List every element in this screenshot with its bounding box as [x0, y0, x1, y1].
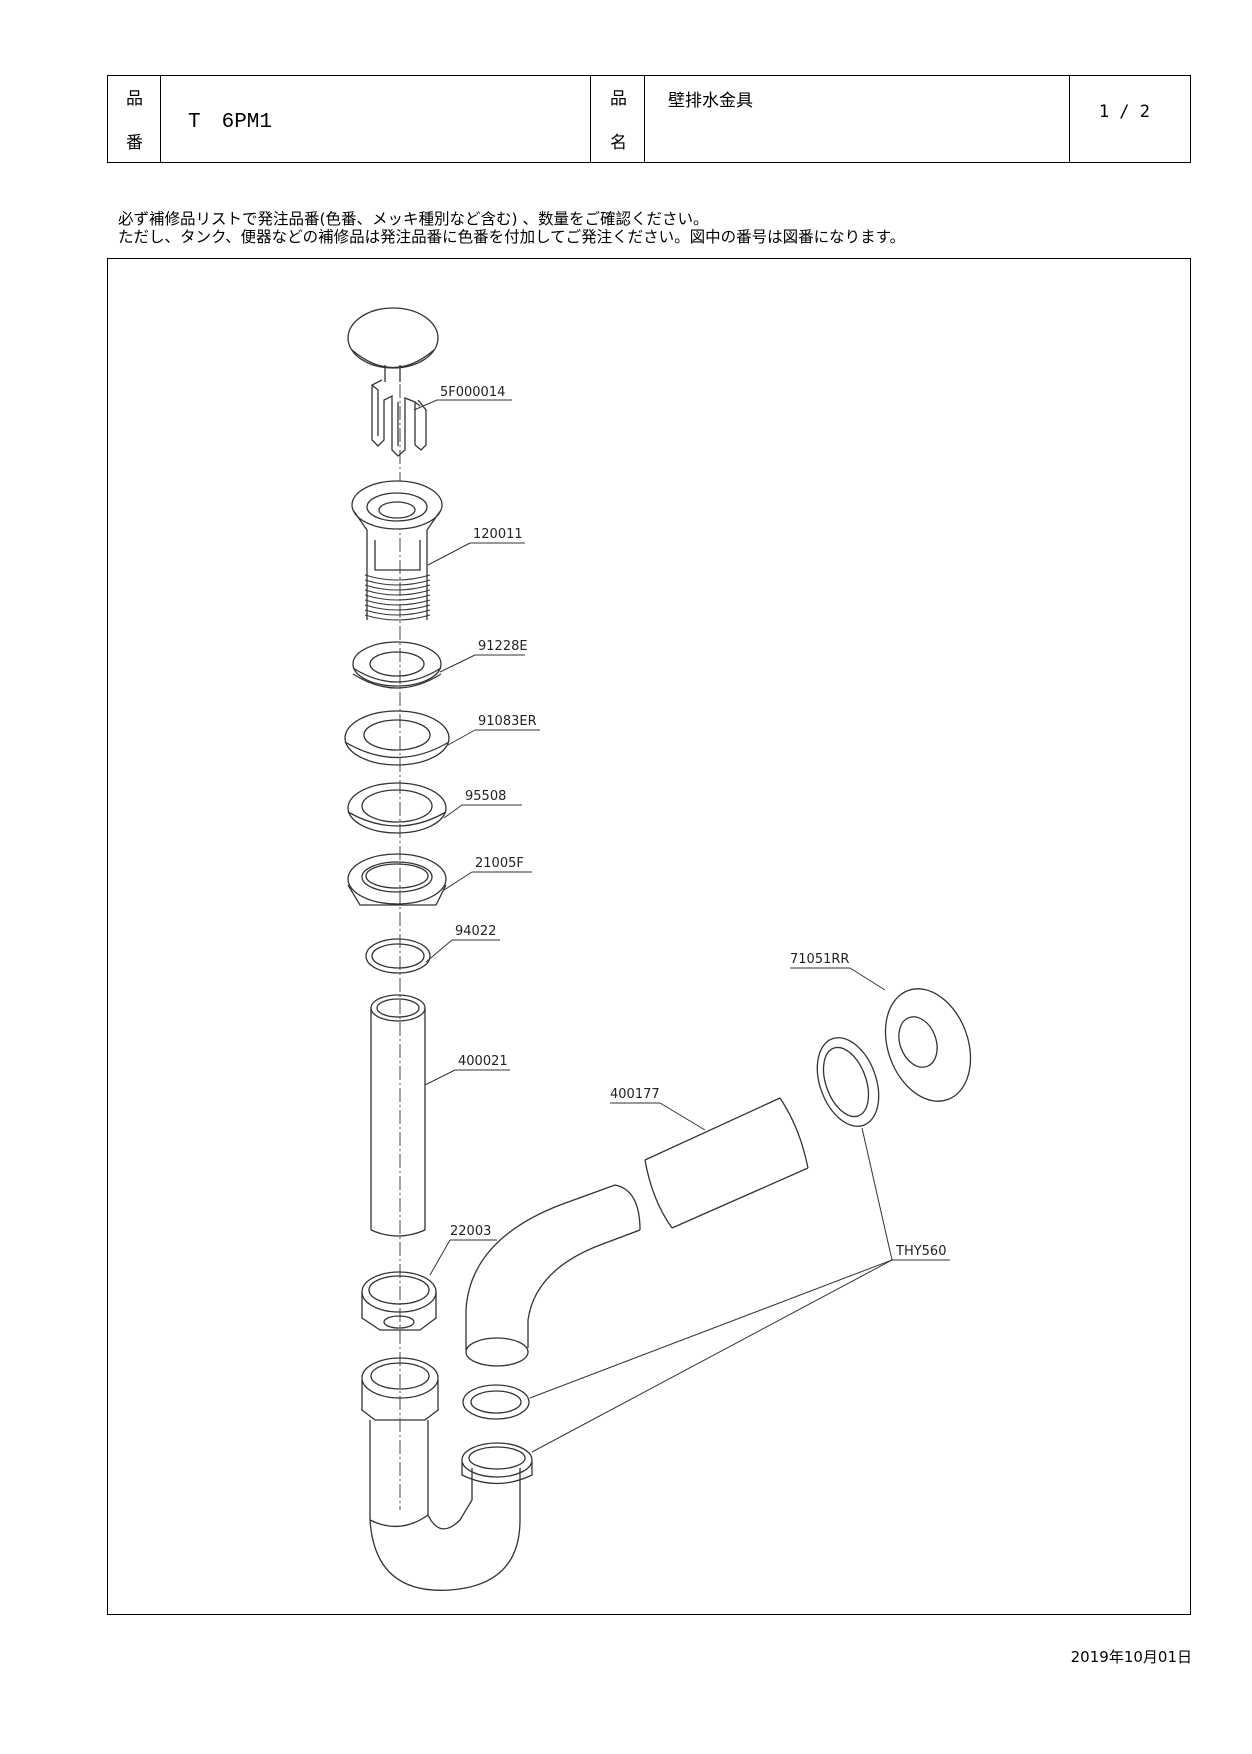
page-indicator: 1 / 2: [1098, 102, 1150, 122]
escutcheon-icon: [884, 988, 972, 1102]
nut-icon: [361, 1271, 437, 1331]
part-label: 400021: [458, 1054, 508, 1069]
part-label: 21005F: [475, 856, 524, 871]
part-label: 94022: [455, 924, 496, 939]
popup-cap-icon: [347, 307, 439, 382]
part-label: 120011: [473, 527, 523, 542]
hinban-label-top: 品: [126, 89, 143, 109]
part-label: 5F000014: [440, 385, 505, 400]
gasket-icon: [344, 710, 450, 766]
nut-icon: [347, 853, 447, 906]
divider: [1069, 76, 1070, 162]
part-label: 91228E: [478, 639, 528, 654]
nut-icon: [816, 1037, 880, 1127]
product-name: 壁排水金具: [668, 91, 753, 111]
divider: [160, 76, 161, 162]
part-label: THY560: [895, 1244, 946, 1259]
leader-lines: [413, 399, 950, 1453]
part-label: 95508: [465, 789, 506, 804]
drawing-frame: [107, 258, 1191, 1615]
washer-icon: [462, 1384, 530, 1420]
hinmei-label-bottom: 名: [610, 133, 627, 153]
part-label: 91083ER: [478, 714, 537, 729]
p-trap-icon: [361, 1357, 521, 1591]
notice-line-1: 必ず補修品リストで発注品番(色番、メッキ種別など含む) 、数量をご確認ください。: [118, 210, 709, 228]
tailpipe-icon: [370, 994, 426, 1237]
title-block: 品 番 T 6PM1 品 名 壁排水金具 1 / 2: [107, 75, 1191, 163]
divider: [590, 76, 591, 162]
issue-date: 2019年10月01日: [1070, 1648, 1192, 1666]
notice-line-2: ただし、タンク、便器などの補修品は発注品番に色番を付加してご発注ください。図中の…: [118, 228, 906, 246]
washer-icon: [352, 641, 442, 689]
clip-icon: [371, 379, 427, 457]
part-label: 400177: [610, 1087, 660, 1102]
hinmei-label-top: 品: [610, 89, 627, 109]
ring-icon: [365, 938, 431, 974]
part-number: T 6PM1: [188, 111, 273, 134]
divider: [644, 76, 645, 162]
wall-pipe-icon: [465, 1097, 809, 1367]
nut-icon: [461, 1442, 533, 1485]
hinban-label-bottom: 番: [126, 133, 143, 153]
drain-body-icon: [351, 480, 443, 621]
part-label: 22003: [450, 1224, 491, 1239]
part-label: 71051RR: [790, 952, 849, 967]
washer-icon: [347, 782, 447, 834]
